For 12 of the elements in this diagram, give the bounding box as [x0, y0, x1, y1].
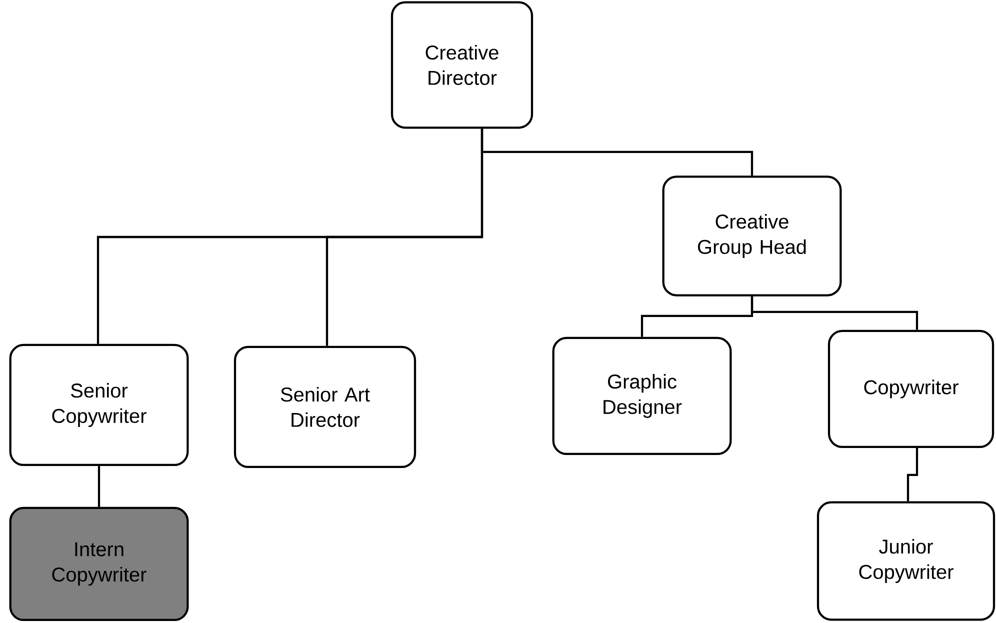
connector-line: [98, 466, 100, 507]
connector-line: [906, 448, 918, 502]
connector-line: [326, 128, 484, 346]
org-box: Intern Copywriter: [9, 506, 189, 622]
org-box: Senior Copywriter: [9, 344, 189, 466]
org-box: Copywriter: [828, 330, 994, 448]
connector-line: [750, 296, 918, 330]
org-box: Creative Group Head: [662, 176, 842, 296]
org-box: Junior Copywriter: [816, 501, 996, 621]
org-box: Senior Art Director: [234, 346, 416, 468]
org-box: Creative Director: [390, 1, 534, 129]
org-box: Graphic Designer: [552, 336, 732, 456]
